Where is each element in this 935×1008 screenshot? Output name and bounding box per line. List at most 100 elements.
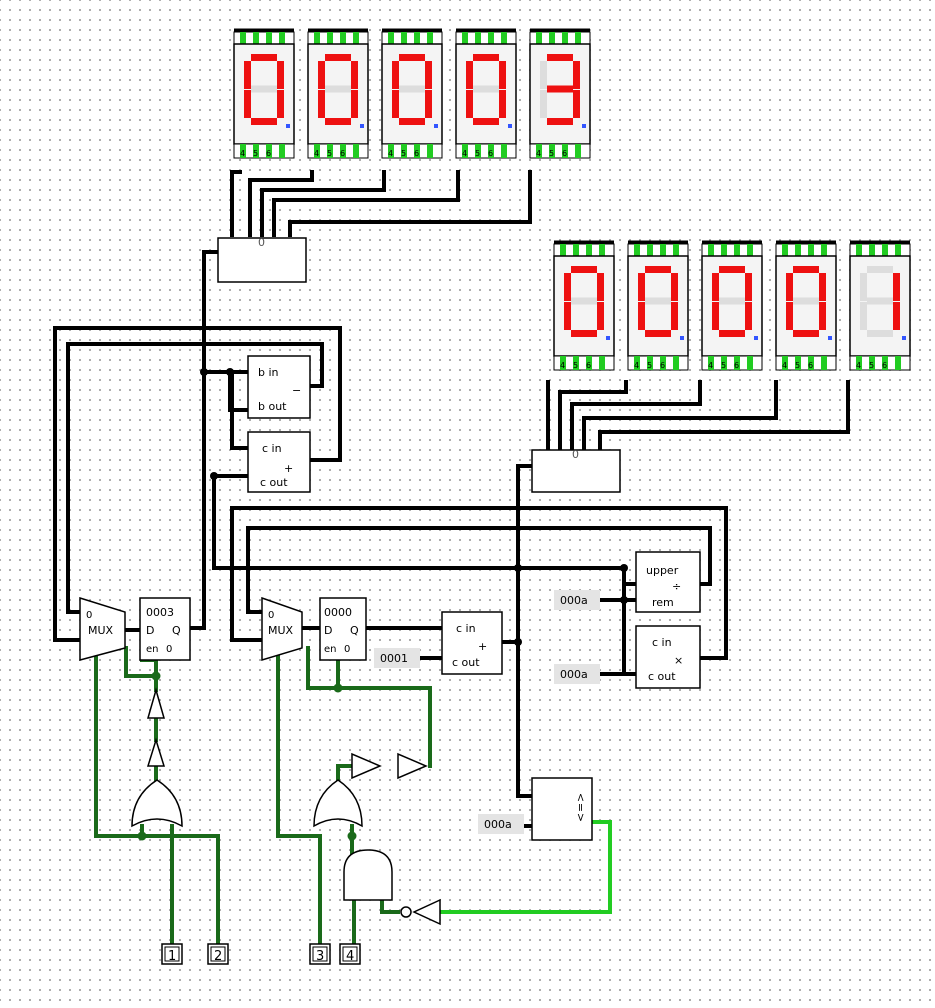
top-display-1-pin-label: 4 <box>314 149 319 158</box>
subtractor-b-in-label: b in <box>258 366 279 379</box>
adder-mid-plus-icon: + <box>478 640 487 653</box>
top-display-1-segment-f <box>318 61 325 89</box>
buffer-4[interactable] <box>397 752 428 780</box>
right-display-3-segment-g <box>793 297 819 305</box>
constant-increment-value: 0001 <box>380 652 408 665</box>
register-2[interactable]: 0000 D Q en 0 <box>319 597 367 661</box>
top-display-1-segment-b <box>351 61 358 89</box>
mux-1[interactable]: 0 MUX <box>79 596 126 661</box>
constant-multiplier-value: 000a <box>560 668 588 681</box>
register-1-q-label: Q <box>172 624 181 637</box>
right-display-0-segment-c <box>597 302 604 330</box>
register-2-d-label: D <box>324 624 332 637</box>
input-pin-4[interactable]: 4 <box>339 943 361 965</box>
top-display-4-pin-label: 5 <box>549 149 554 158</box>
splitter-right[interactable]: 0 <box>531 448 621 493</box>
right-display-0-pin-label: 4 <box>560 361 565 370</box>
adder-top[interactable]: c in c out + <box>247 431 311 493</box>
top-display-3-segment-e <box>466 90 473 118</box>
adder-mid-c-out-label: c out <box>452 656 480 669</box>
constant-compare[interactable]: 000a <box>478 814 524 834</box>
adder-top-c-out-label: c out <box>260 476 288 489</box>
top-display-4-pin-label: 4 <box>536 149 541 158</box>
right-display-1-segment-g <box>645 297 671 305</box>
right-display-0-segment-b <box>597 273 604 301</box>
splitter-right-label: 0 <box>572 448 579 461</box>
divider[interactable]: upper rem ÷ <box>635 551 701 613</box>
right-display-1-segment-a <box>645 266 671 273</box>
buffer-3[interactable] <box>351 752 382 780</box>
input-pin-2[interactable]: 2 <box>207 943 229 965</box>
right-display-0-pin-label: 5 <box>573 361 578 370</box>
splitter-top-label: 0 <box>258 236 265 249</box>
right-display-0-segment-a <box>571 266 597 273</box>
right-display-1-segment-d <box>645 330 671 337</box>
right-display-4-segment-g <box>867 297 893 305</box>
constant-divisor[interactable]: 000a <box>554 590 600 610</box>
constant-increment[interactable]: 0001 <box>374 648 420 668</box>
right-display-3-pin-label: 5 <box>795 361 800 370</box>
constant-divisor-value: 000a <box>560 594 588 607</box>
or-gate-2[interactable] <box>313 779 363 828</box>
right-display-1-pin-label: 4 <box>634 361 639 370</box>
right-display-0-segment-g <box>571 297 597 305</box>
top-display-0-segment-d <box>251 118 277 125</box>
and-gate[interactable] <box>343 849 393 901</box>
constant-compare-value: 000a <box>484 818 512 831</box>
divider-upper-label: upper <box>646 564 679 577</box>
mux-2-input0-label: 0 <box>268 610 274 621</box>
top-display-3-segment-d <box>473 118 499 125</box>
splitter-top[interactable]: 0 <box>217 236 307 283</box>
top-display-0-segment-e <box>244 90 251 118</box>
register-2-q-label: Q <box>350 624 359 637</box>
divider-rem-label: rem <box>652 596 674 609</box>
right-display-4-segment-d <box>867 330 893 337</box>
or-gate-1[interactable] <box>131 779 183 828</box>
top-display-0-top-pins <box>233 28 295 45</box>
top-display-0-segment-f <box>244 61 251 89</box>
top-display-2-pin-label: 4 <box>388 149 393 158</box>
buffer-2[interactable] <box>146 737 166 767</box>
right-display-3-top-pins <box>775 240 837 257</box>
green-wire-layer <box>94 646 432 946</box>
multiplier[interactable]: c in c out × <box>635 625 701 689</box>
right-display-1-segment-b <box>671 273 678 301</box>
comparator[interactable]: < = > <box>531 777 593 841</box>
subtractor[interactable]: b in b out − <box>247 355 311 419</box>
buffer-1[interactable] <box>147 687 165 719</box>
constant-multiplier[interactable]: 000a <box>554 664 600 684</box>
register-2-en-label: en <box>324 644 337 655</box>
top-display-2-segment-f <box>392 61 399 89</box>
top-display-2-segment-d <box>399 118 425 125</box>
right-display-3-segment-e <box>786 302 793 330</box>
right-display-2-top-pins <box>701 240 763 257</box>
register-1-zero-label: 0 <box>166 644 172 655</box>
right-display-3-segment-f <box>786 273 793 301</box>
subtractor-b-out-label: b out <box>258 400 287 413</box>
top-display-2-pin-label: 5 <box>401 149 406 158</box>
input-pin-3[interactable]: 3 <box>309 943 331 965</box>
top-display-4-segment-e <box>540 90 547 118</box>
top-display-3-segment-b <box>499 61 506 89</box>
right-display-1-pin-label: 5 <box>647 361 652 370</box>
top-display-0-pin-label: 5 <box>253 149 258 158</box>
input-pin-1[interactable]: 1 <box>161 943 183 965</box>
right-display-4-segment-f <box>860 273 867 301</box>
register-1[interactable]: 0003 D Q en 0 <box>139 597 191 661</box>
mux-2[interactable]: 0 MUX <box>261 596 303 662</box>
right-display-3-segment-c <box>819 302 826 330</box>
multiplier-times-icon: × <box>674 654 683 667</box>
adder-mid[interactable]: c in c out + <box>441 611 503 675</box>
not-gate[interactable] <box>400 898 441 926</box>
